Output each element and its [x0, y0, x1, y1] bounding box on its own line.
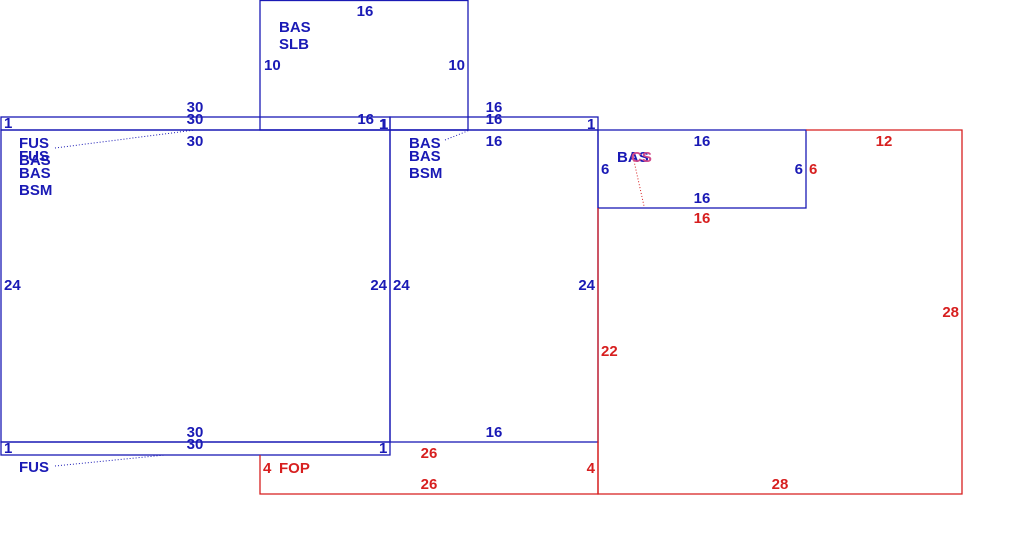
left-top-inner-dim: 30: [187, 111, 204, 128]
left-block-code-3: BAS: [19, 152, 51, 169]
left-block-left-dim: 24: [4, 277, 21, 294]
mid-top-strip: [389, 116, 599, 131]
mid-block-code-3: BSM: [409, 165, 442, 182]
red-under-small-dim: 16: [694, 210, 711, 227]
red-right-top-dim: 12: [876, 133, 893, 150]
leader-left-bottom: [54, 454, 166, 467]
blue-structure-lines: [0, 0, 807, 456]
leader-mid-top: [444, 129, 471, 141]
left-bottom-inner-dim: 30: [187, 424, 204, 441]
left-corner-tr: 1: [379, 116, 387, 133]
mid-corner-tr: 1: [587, 116, 595, 133]
red-bottom-bottom-dim: 26: [421, 476, 438, 493]
red-bottom-top-dim: 26: [421, 445, 438, 462]
left-block-right-dim: 24: [370, 277, 387, 294]
top-box-left-dim: 10: [264, 57, 281, 74]
mid-block-left-dim: 24: [393, 277, 410, 294]
right-small-outline: [597, 129, 807, 209]
left-bottom-code: FUS: [19, 459, 49, 476]
top-box-right-dim: 10: [448, 57, 465, 74]
small-box-right-dim: 6: [795, 161, 803, 178]
red-right-left-dim: 22: [601, 343, 618, 360]
mid-block-right-dim: 24: [578, 277, 595, 294]
red-bottom-right-dim: 4: [587, 460, 596, 477]
small-box-top-dim: 16: [694, 133, 711, 150]
leader-left-top: [54, 129, 196, 149]
small-box-code-2: CS: [631, 149, 652, 166]
left-corner-bl: 1: [4, 440, 12, 457]
left-corner-br: 1: [379, 440, 387, 457]
mid-block-code-2: BAS: [409, 148, 441, 165]
left-bottom-outer-dim: 30: [187, 436, 204, 453]
leader-small-box: [631, 151, 645, 207]
top-box-bottom-dim: 16: [357, 111, 374, 128]
left-block-code-2: FUS: [19, 148, 49, 165]
left-block-code-4: BAS: [19, 165, 51, 182]
left-block-code-1: FUS: [19, 135, 49, 152]
small-box-code-1: BAS: [617, 149, 649, 166]
red-right-inner-dim: 6: [809, 161, 817, 178]
mid-block-bottom-dim: 16: [486, 424, 503, 441]
top-box-top-dim: 16: [357, 3, 374, 20]
leader-lines: [54, 129, 645, 467]
left-corner-tl: 1: [4, 115, 12, 132]
mid-block-code-1: BAS: [409, 135, 441, 152]
left-top-under-dim: 30: [187, 133, 204, 150]
small-box-bottom-dim: 16: [694, 190, 711, 207]
small-box-left-dim: 6: [601, 161, 609, 178]
left-bottom-strip: [0, 441, 391, 456]
mid-top-outer-dim: 16: [486, 99, 503, 116]
red-structure-lines: [259, 129, 963, 495]
red-bottom-outline: [259, 442, 599, 495]
left-block-outline: [0, 129, 391, 443]
left-top-outer-dim: 30: [187, 99, 204, 116]
red-right-bottom-dim: 28: [772, 476, 789, 493]
red-right-side-dim: 28: [942, 304, 959, 321]
left-block-code-5: BSM: [19, 182, 52, 199]
red-right-outline: [597, 129, 963, 495]
mid-top-under-dim: 16: [486, 133, 503, 150]
red-bottom-left-dim: 4: [263, 460, 272, 477]
red-bottom-code: FOP: [279, 460, 310, 477]
top-box-code-1: BAS: [279, 19, 311, 36]
mid-corner-tl: 1: [380, 116, 388, 133]
mid-top-inner-dim: 16: [486, 111, 503, 128]
top-box-code-2: SLB: [279, 36, 309, 53]
